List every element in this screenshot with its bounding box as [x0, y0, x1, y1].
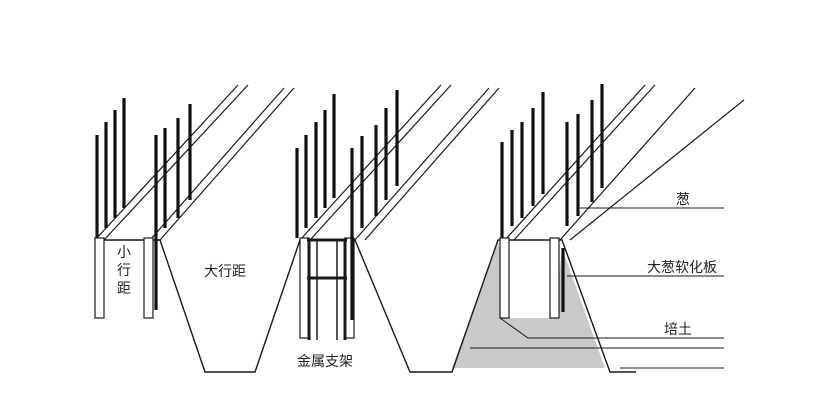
- metal-support-inner: [316, 240, 338, 340]
- label-small-row-spacing-3: 距: [117, 281, 131, 297]
- scallion-stalks: [95, 84, 604, 320]
- label-scallion: 葱: [676, 192, 690, 208]
- label-small-row-spacing-2: 行: [117, 263, 131, 279]
- label-large-row-spacing: 大行距: [204, 264, 246, 280]
- metal-support-frame: [307, 238, 347, 340]
- callout-lines: [470, 207, 724, 369]
- softening-boards: [94, 237, 560, 339]
- label-small-row-spacing-1: 小: [117, 245, 131, 261]
- soil-hilling-area: [452, 240, 605, 368]
- label-soil-hilling: 培土: [664, 322, 692, 338]
- label-scallion-softening-board: 大葱软化板: [647, 260, 717, 276]
- ridge-profile-line: [95, 239, 636, 373]
- label-metal-support: 金属支架: [297, 354, 353, 370]
- perspective-lines: [94, 84, 745, 241]
